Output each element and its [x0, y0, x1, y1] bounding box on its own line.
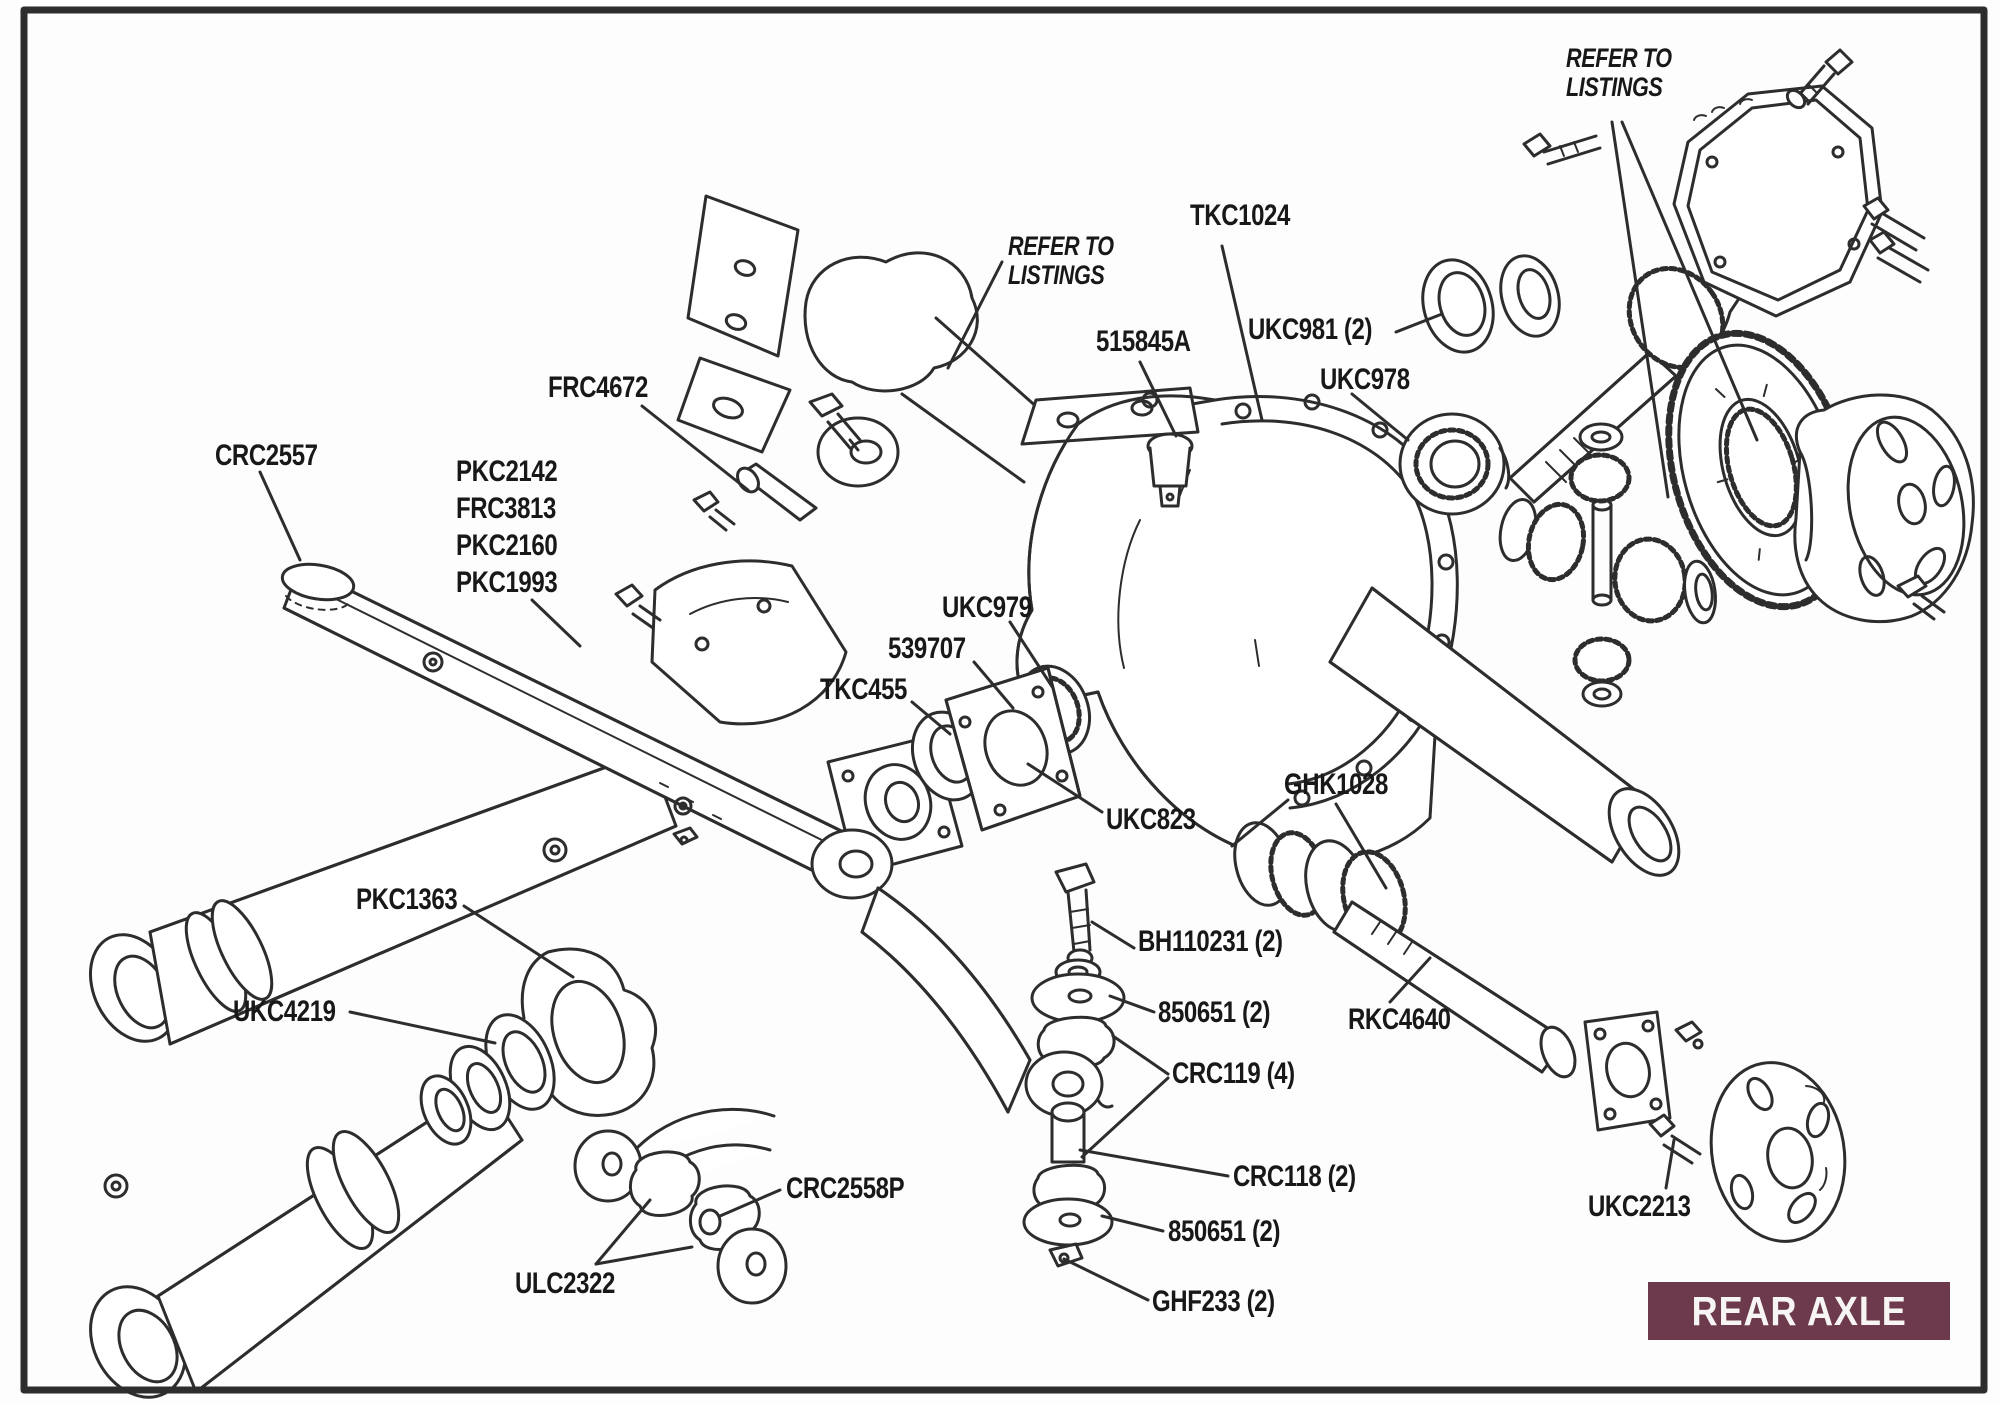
spider-gears-drawing: [1498, 422, 1717, 708]
spring-option-pkc2142: PKC2142: [456, 455, 558, 488]
leader-lines: [258, 120, 1759, 1302]
pinion-head-bearing-drawing: [1398, 412, 1511, 516]
part-label-crc2558p: CRC2558P: [786, 1172, 905, 1205]
part-label-850651-lower: 850651 (2): [1168, 1215, 1281, 1248]
spring-saddle-drawing: [614, 559, 848, 846]
pinion-seal-pair-drawing: [1421, 254, 1561, 354]
part-label-539707: 539707: [888, 632, 966, 665]
section-title-text: REAR AXLE: [1691, 1287, 1907, 1334]
hub-flange-seals-drawing: [419, 947, 657, 1146]
upper-casing-mount-drawing: [676, 194, 1058, 488]
part-label-ukc823: UKC823: [1106, 803, 1196, 836]
refer-top-line1: REFER TO: [1566, 43, 1672, 73]
part-label-crc118: CRC118 (2): [1233, 1160, 1356, 1193]
axle-tube-lower-drawing: [89, 1082, 524, 1399]
part-label-ghf233: GHF233 (2): [1152, 1285, 1275, 1318]
part-label-refer-listings-top: REFER TO LISTINGS: [1566, 44, 1672, 102]
refer-top-line2: LISTINGS: [1566, 72, 1663, 102]
part-label-850651-upper: 850651 (2): [1158, 996, 1271, 1029]
part-label-515845a: 515845A: [1096, 325, 1191, 358]
part-label-pkc1363: PKC1363: [356, 883, 458, 916]
part-label-ukc2213: UKC2213: [1588, 1190, 1691, 1223]
part-label-ukc981: UKC981 (2): [1248, 313, 1373, 346]
part-label-ukc979: UKC979: [942, 591, 1032, 624]
pivot-pin-drawing: [692, 462, 818, 532]
part-label-ulc2322: ULC2322: [515, 1267, 615, 1300]
part-label-refer-listings-mid: REFER TO LISTINGS: [1008, 232, 1114, 290]
part-label-bh110231: BH110231 (2): [1138, 925, 1283, 958]
section-title-badge: REAR AXLE: [1648, 1282, 1950, 1340]
spring-option-pkc2160: PKC2160: [456, 529, 558, 562]
breather-valve-drawing: [1146, 432, 1194, 508]
page-border-frame: [20, 6, 1988, 1394]
refer-mid-line1: REFER TO: [1008, 231, 1114, 261]
diff-carrier-drawing: [1793, 393, 1975, 623]
part-label-rkc4640: RKC4640: [1348, 1003, 1451, 1036]
spring-option-frc3813: FRC3813: [456, 492, 556, 525]
part-label-crc2557: CRC2557: [215, 439, 318, 472]
spring-option-pkc1993: PKC1993: [456, 566, 558, 599]
cover-plate-drawing: [1672, 84, 1884, 318]
part-label-spring-options: PKC2142 FRC3813 PKC2160 PKC1993: [456, 453, 558, 601]
halfshaft-drawing: [1233, 821, 1847, 1243]
damper-link-stack-drawing: [810, 828, 1126, 1268]
part-label-frc4672: FRC4672: [548, 371, 648, 404]
axle-tube-right-drawing: [1328, 586, 1681, 877]
part-label-crc119: CRC119 (4): [1172, 1057, 1295, 1090]
part-label-ghk1028: GHK1028: [1284, 768, 1388, 801]
cover-bolts-drawing: [1522, 48, 1930, 284]
part-label-ukc4219: UKC4219: [233, 995, 336, 1028]
axle-tube-upper-drawing: [88, 750, 678, 1046]
part-label-ukc978: UKC978: [1320, 363, 1410, 396]
gasket-bolt-drawing: [808, 392, 862, 452]
part-label-tkc1024: TKC1024: [1190, 199, 1290, 232]
shackle-bush-cluster-drawing: [573, 1107, 788, 1305]
part-label-tkc455: TKC455: [820, 673, 907, 706]
refer-mid-line2: LISTINGS: [1008, 260, 1105, 290]
